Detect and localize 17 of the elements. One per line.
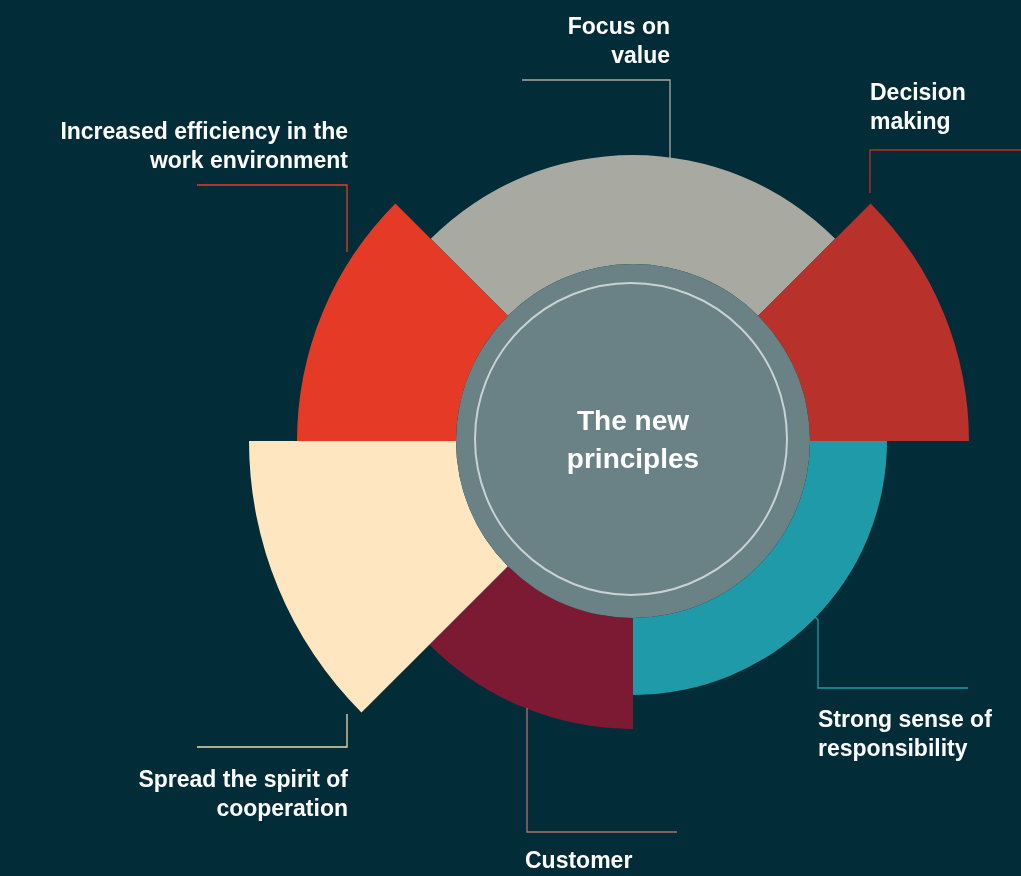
- wedge: [430, 155, 836, 316]
- leader-line: [526, 707, 678, 833]
- principle-label: Strong sense of responsibility: [818, 705, 1021, 763]
- leader-line: [196, 184, 348, 253]
- wedge: [249, 441, 508, 713]
- leader-line: [196, 713, 348, 748]
- wedge: [297, 203, 508, 441]
- leader-line: [521, 79, 671, 159]
- leader-line: [869, 149, 1021, 194]
- center-title: The new principles: [565, 404, 701, 476]
- principle-label: Increased efficiency in the work environment: [36, 117, 348, 175]
- wedge: [429, 566, 633, 729]
- principle-label: Spread the spirit of cooperation: [60, 765, 348, 823]
- principle-label: Focus on value: [530, 12, 670, 70]
- wedge: [758, 203, 969, 441]
- principle-label: Decision making: [870, 78, 1020, 136]
- principle-label: Customer: [525, 846, 725, 875]
